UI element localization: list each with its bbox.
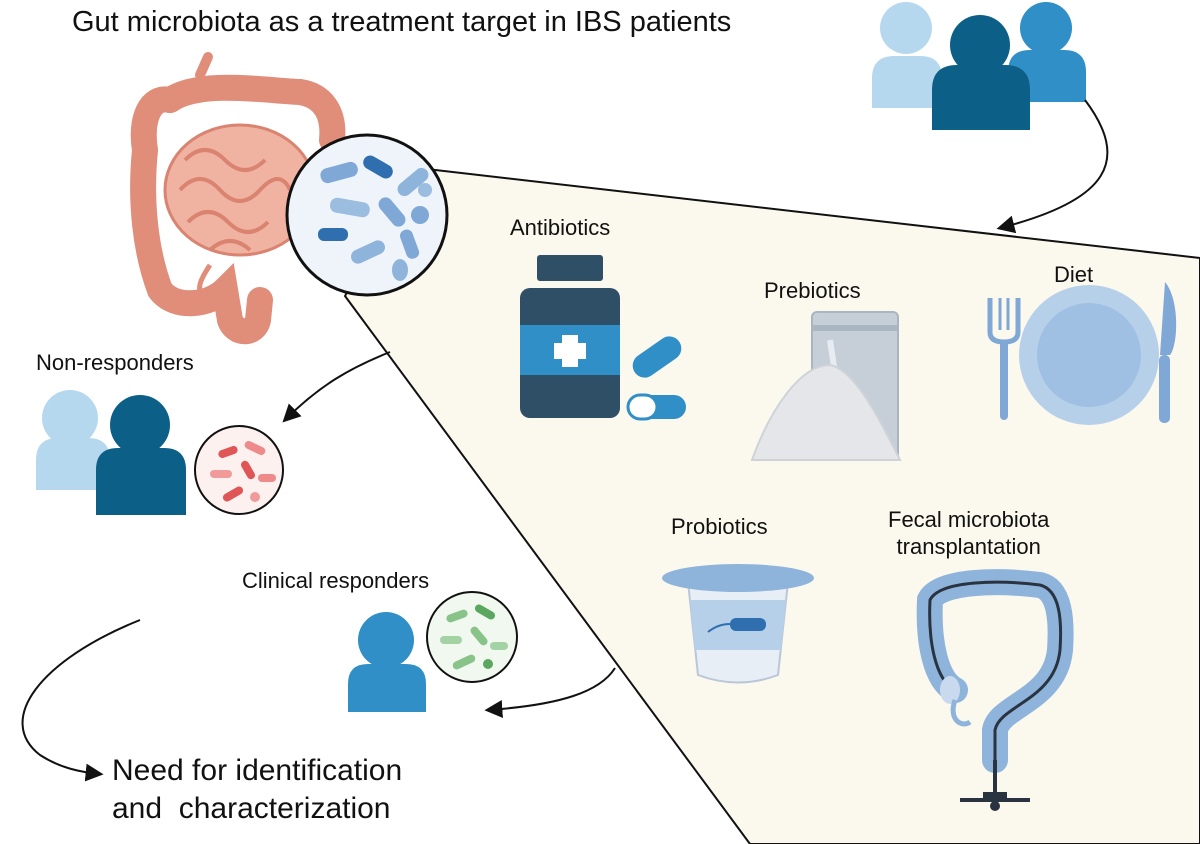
arrow-to-non-responders bbox=[282, 351, 391, 423]
green-bacteria-circle bbox=[426, 591, 518, 683]
probiotics-yogurt-icon bbox=[662, 564, 814, 684]
non-responders-people-icon bbox=[36, 390, 186, 515]
red-bacteria-circle bbox=[194, 425, 284, 515]
plate-icon bbox=[1019, 285, 1159, 425]
fmt-label-line1: Fecal microbiota bbox=[888, 507, 1050, 532]
need-label-line1: Need for identification bbox=[112, 754, 403, 787]
probiotics-label: Probiotics bbox=[671, 514, 768, 539]
magnified-bacteria-circle bbox=[285, 133, 449, 297]
arrow-to-clinical-responders bbox=[484, 667, 616, 718]
fmt-colon-icon bbox=[916, 569, 1074, 773]
arrow-to-need-identification bbox=[21, 619, 141, 782]
fmt-label-line2: transplantation bbox=[896, 534, 1041, 559]
clinical-responder-person-icon bbox=[348, 612, 426, 712]
endoscope-icon bbox=[960, 760, 1030, 811]
need-identification-label: Need for identification and characteriza… bbox=[112, 752, 402, 828]
arrow-patients-to-treatments bbox=[996, 99, 1109, 234]
patients-group-icon bbox=[872, 2, 1086, 130]
fmt-label: Fecal microbiota transplantation bbox=[888, 506, 1049, 560]
antibiotics-label: Antibiotics bbox=[510, 215, 611, 240]
clinical-responders-label: Clinical responders bbox=[242, 568, 430, 593]
knife-icon bbox=[1159, 282, 1177, 423]
capsule-pills-icon bbox=[626, 336, 686, 421]
fork-icon bbox=[987, 298, 1021, 420]
need-label-line2: and characterization bbox=[112, 792, 391, 825]
antibiotics-bottle-icon bbox=[520, 255, 620, 418]
diet-label: Diet bbox=[1054, 262, 1094, 287]
intestine-illustration bbox=[130, 52, 346, 345]
powder-pile-icon bbox=[750, 363, 902, 461]
diagram-title: Gut microbiota as a treatment target in … bbox=[72, 6, 732, 38]
prebiotics-label: Prebiotics bbox=[764, 278, 861, 303]
non-responders-label: Non-responders bbox=[36, 350, 194, 375]
